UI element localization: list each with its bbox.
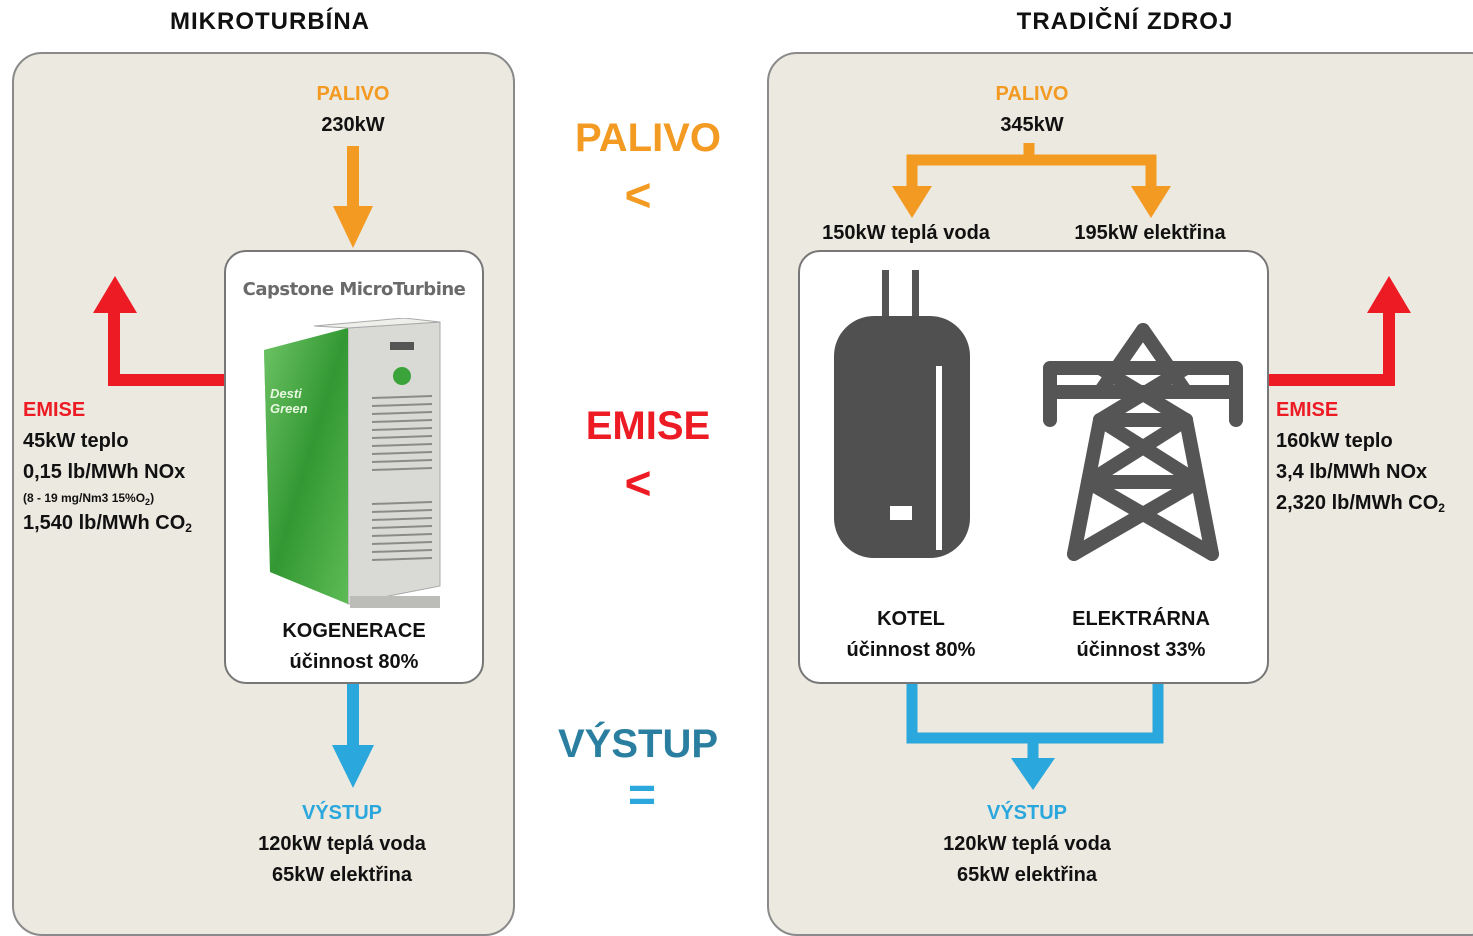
right-output-electricity: 65kW elektřina	[956, 864, 1098, 886]
left-output-arrow	[332, 682, 374, 788]
right-emission-block: EMISE 160kW teplo 3,4 lb/MWh NOx 2,320 l…	[1276, 395, 1445, 519]
left-fuel-value: 230kW	[321, 114, 385, 136]
right-fuel-split-hot-water: 150kW teplá voda	[822, 222, 990, 244]
left-emission-co2: 1,540 lb/MWh CO2	[23, 512, 192, 535]
center-output-label: VÝSTUP	[557, 722, 719, 766]
traditional-source-title: TRADIČNÍ ZDROJ	[1016, 8, 1234, 35]
left-emission-arrowhead	[93, 276, 137, 313]
right-emission-heat: 160kW teplo	[1276, 430, 1393, 452]
right-emission-co2: 2,320 lb/MWh CO2	[1276, 492, 1445, 515]
plant-name: ELEKTRÁRNA	[1072, 608, 1210, 630]
plant-efficiency: účinnost 33%	[1076, 639, 1206, 661]
flow-arrows-layer	[93, 143, 1411, 790]
center-fuel-label: PALIVO	[575, 116, 721, 160]
center-emission-label: EMISE	[585, 404, 711, 448]
traditional-devices-box: KOTEL účinnost 80% ELEKTRÁRNA účinnost 3…	[798, 250, 1269, 684]
left-emission-nox-note: (8 - 19 mg/Nm3 15%O2)	[23, 491, 155, 507]
boiler-name: KOTEL	[877, 608, 945, 630]
right-emission-nox: 3,4 lb/MWh NOx	[1276, 461, 1428, 483]
boiler-icon	[834, 270, 970, 558]
right-output-hot-water: 120kW teplá voda	[943, 833, 1111, 855]
right-fuel-split-electricity: 195kW elektřina	[1074, 222, 1226, 244]
right-output-arrowhead	[1011, 758, 1055, 790]
right-fuel-arrowhead-left	[892, 186, 932, 218]
device-caption: Capstone MicroTurbine	[242, 279, 466, 300]
center-emission-symbol: <	[624, 457, 652, 509]
left-fuel-label: PALIVO	[316, 83, 390, 105]
center-fuel-symbol: <	[624, 169, 652, 221]
left-output-label: VÝSTUP	[301, 802, 383, 824]
right-output-merge-arrow	[906, 682, 1164, 762]
right-fuel-split-arrow	[906, 143, 1157, 194]
right-fuel-arrowhead-right	[1131, 186, 1171, 218]
left-emission-heat: 45kW teplo	[23, 430, 129, 452]
microturbine-title: MIKROTURBÍNA	[170, 8, 370, 35]
device-efficiency: účinnost 80%	[289, 651, 419, 673]
left-emission-arrow	[108, 310, 224, 386]
device-name: KOGENERACE	[282, 620, 426, 642]
right-output-label: VÝSTUP	[986, 802, 1068, 824]
power-pylon-icon	[1043, 323, 1243, 561]
right-emission-label: EMISE	[1276, 399, 1339, 421]
left-fuel-arrow	[333, 146, 373, 248]
left-output-hot-water: 120kW teplá voda	[258, 833, 426, 855]
center-output-symbol: =	[627, 769, 657, 822]
left-emission-block: EMISE 45kW teplo 0,15 lb/MWh NOx (8 - 19…	[23, 395, 192, 539]
right-emission-arrow	[1268, 310, 1395, 386]
boiler-efficiency: účinnost 80%	[846, 639, 976, 661]
left-emission-label: EMISE	[23, 399, 86, 421]
left-output-electricity: 65kW elektřina	[271, 864, 413, 886]
right-emission-arrowhead	[1367, 276, 1411, 313]
right-fuel-label: PALIVO	[995, 83, 1069, 105]
microturbine-device-box: Capstone MicroTurbine	[224, 250, 484, 684]
right-fuel-value: 345kW	[1000, 114, 1064, 136]
left-emission-nox: 0,15 lb/MWh NOx	[23, 461, 186, 483]
